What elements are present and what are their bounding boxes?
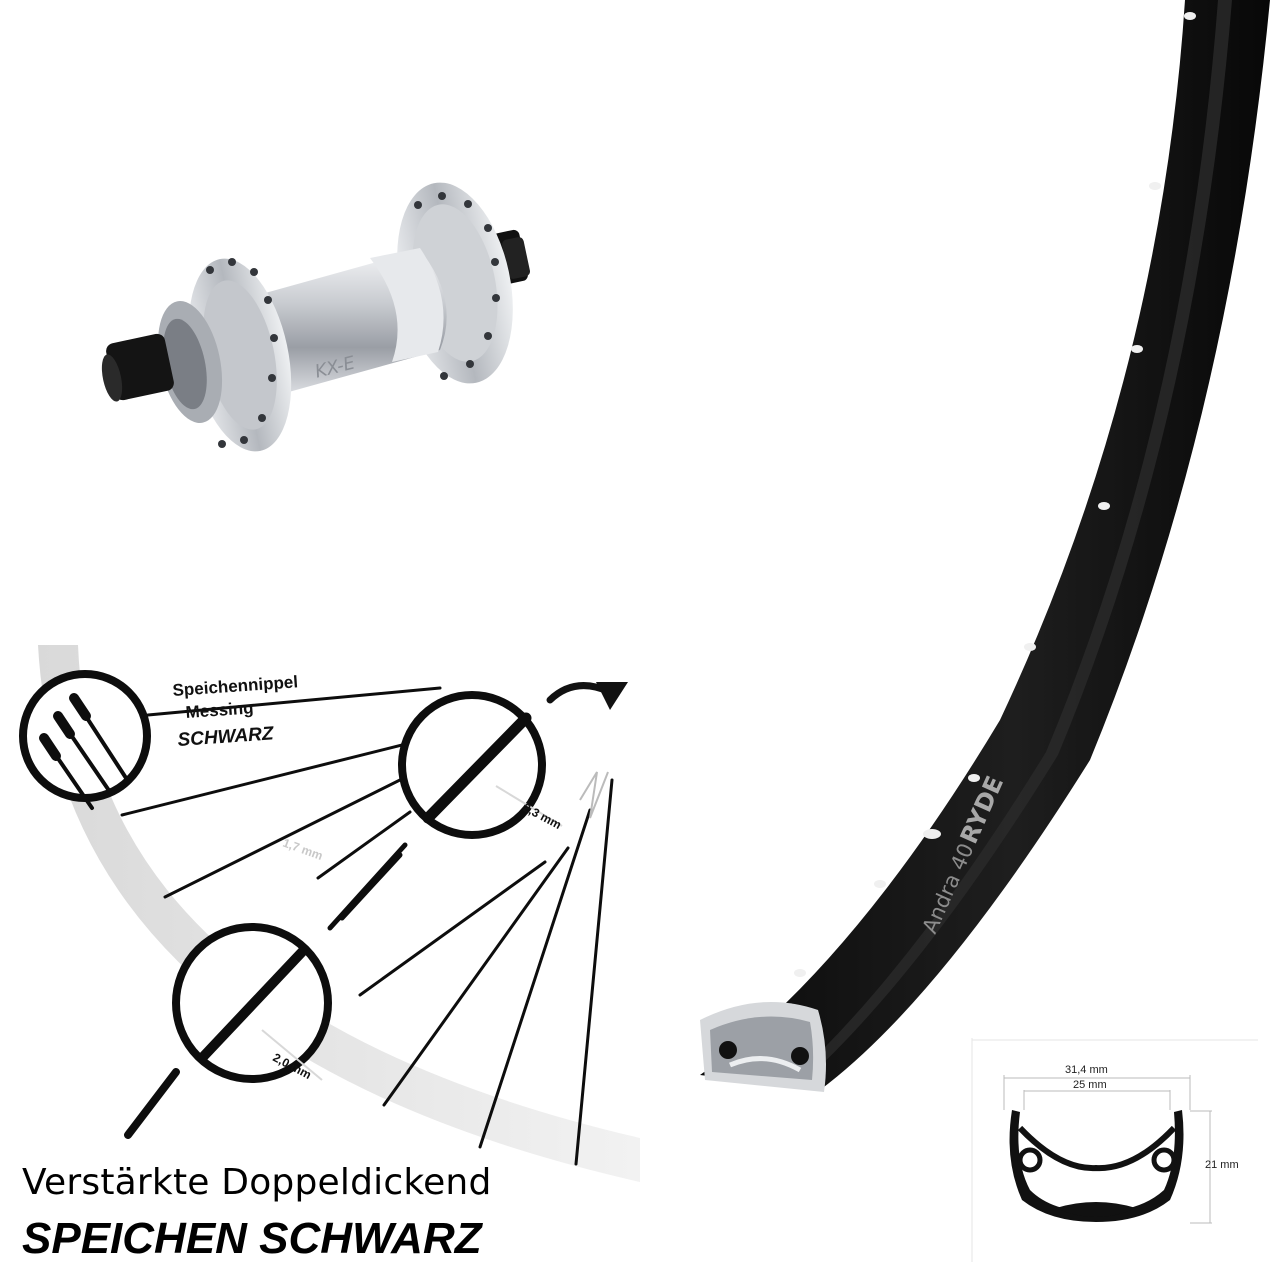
spoke-head-magnifier <box>172 923 332 1083</box>
nipple-label-line2: Messing <box>185 698 254 722</box>
profile-height-label: 21 mm <box>1205 1159 1239 1171</box>
spoke-infographic: Speichennippel Messing SCHWARZ 1,7 mm 2,… <box>19 645 640 1182</box>
nipple-label-line3: SCHWARZ <box>177 723 276 751</box>
profile-inner-width-label: 25 mm <box>1073 1079 1107 1091</box>
nipple-label-line1: Speichennippel <box>172 672 299 700</box>
headline-line2: SPEICHEN SCHWARZ <box>22 1214 482 1263</box>
hub-image: KX-E <box>101 182 530 452</box>
rim-cross-section <box>700 1002 826 1092</box>
spoke-mid-diameter-label: 1,7 mm <box>281 836 325 863</box>
headline-line1: Verstärkte Doppeldickend <box>22 1162 492 1203</box>
profile-outer-width-label: 31,4 mm <box>1065 1064 1108 1076</box>
spoke-thread-magnifier <box>398 691 563 839</box>
rim-profile-diagram: 31,4 mm 25 mm 21 mm <box>971 1038 1258 1262</box>
spoke-thread-diameter-label: 2,3 mm <box>521 800 564 832</box>
rim-image: Andra 40 RYDE <box>700 0 1270 1092</box>
nipple-magnifier <box>19 670 151 810</box>
